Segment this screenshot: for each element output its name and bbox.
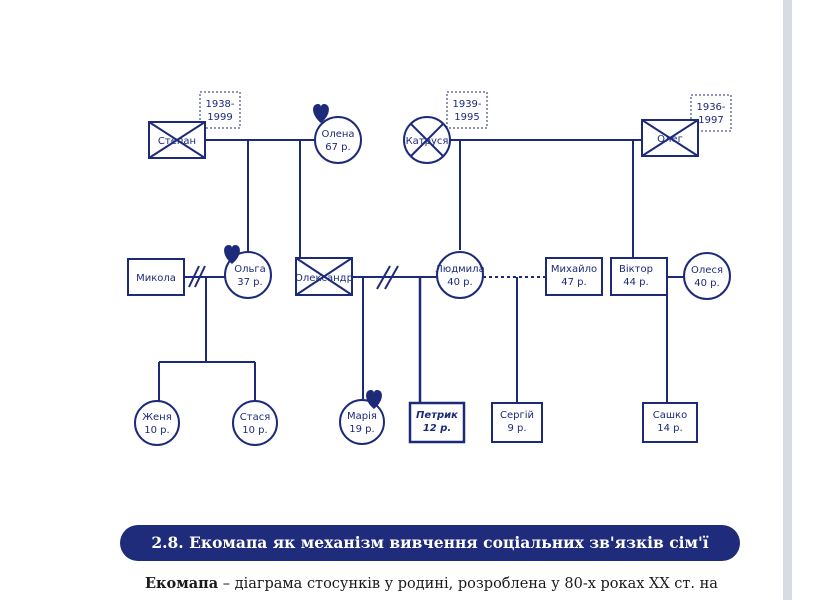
name-label: Петрик [416, 410, 458, 421]
person-stasia: Стася 10 р. [232, 400, 278, 446]
name-label: Віктор [619, 263, 653, 275]
dates-box-stepan [199, 91, 241, 129]
dates-stepan-start: 1938- [205, 99, 234, 110]
age-label: 14 р. [657, 423, 682, 434]
age-label: 44 р. [623, 277, 648, 288]
name-label: Степан [158, 136, 196, 147]
person-zhenia: Женя 10 р. [134, 400, 180, 446]
person-serhii: Сергій 9 р. [491, 402, 543, 443]
dates-oleh-end: 1997 [698, 115, 723, 126]
age-label: 47 р. [561, 277, 586, 288]
person-mykola: Микола [127, 258, 185, 296]
age-label: 67 р. [325, 142, 350, 153]
name-label: Сергій [500, 409, 534, 421]
age-label: 10 р. [144, 425, 169, 436]
dates-box-kateryna [446, 91, 488, 129]
name-label: Ольга [234, 264, 266, 275]
person-olena: Олена 67 р. [313, 104, 362, 164]
paragraph-body: – діаграма стосунків у родині, розроблен… [218, 576, 718, 592]
scrollbar-track[interactable] [783, 0, 792, 600]
dates-kateryna-end: 1995 [454, 112, 479, 123]
person-liudmyla: Людмила 40 р. [435, 251, 485, 299]
person-sashko: Сашко 14 р. [642, 402, 698, 443]
person-olha: Ольга 37 р. [224, 245, 272, 299]
person-olesia: Олеся 40 р. [683, 252, 731, 300]
person-mariia: Марія 19 р. [339, 390, 385, 445]
heart-icon [313, 104, 329, 123]
person-stepan: Степан [148, 121, 206, 159]
heart-icon [366, 390, 382, 409]
divorce-mark [194, 265, 206, 288]
name-label: Катруся [406, 136, 449, 147]
age-label: 19 р. [349, 424, 374, 435]
name-label: Стася [240, 412, 270, 423]
name-label: Михайло [551, 264, 597, 275]
divorce-mark [376, 265, 391, 290]
dates-stepan-end: 1999 [207, 112, 232, 123]
section-heading: 2.8. Екомапа як механізм вивчення соціал… [120, 525, 740, 561]
divorce-mark [384, 265, 399, 290]
age-label: 40 р. [694, 278, 719, 289]
person-oleh: Олег [641, 119, 699, 157]
age-label: 37 р. [237, 277, 262, 288]
person-mykhailo: Михайло 47 р. [545, 257, 603, 296]
person-kateryna: Катруся [403, 116, 451, 164]
term-bold: Екомапа [145, 575, 219, 592]
person-viktor: Віктор 44 р. [610, 257, 668, 296]
dates-box-oleh [690, 94, 732, 132]
dates-oleh-start: 1936- [696, 102, 725, 113]
name-label: Олена [321, 129, 354, 140]
age-label: 40 р. [447, 277, 472, 288]
name-label: Женя [142, 412, 171, 423]
name-label: Людмила [435, 264, 484, 275]
person-petryk: Петрик 12 р. [408, 401, 466, 444]
heart-icon [224, 245, 240, 264]
paragraph-text: Екомапа – діаграма стосунків у родині, р… [145, 575, 765, 592]
name-label: Микола [136, 273, 176, 284]
dates-kateryna-start: 1939- [452, 99, 481, 110]
age-label: 12 р. [423, 423, 451, 434]
name-label: Марія [347, 410, 377, 422]
name-label: Сашко [653, 410, 687, 421]
age-label: 9 р. [507, 423, 526, 434]
side-margin [792, 0, 834, 600]
name-label: Олеся [691, 265, 723, 276]
age-label: 10 р. [242, 425, 267, 436]
name-label: Олександр [295, 273, 353, 284]
name-label: Олег [657, 134, 683, 145]
divorce-mark [188, 265, 200, 288]
person-oleksandr: Олександр [295, 257, 353, 296]
